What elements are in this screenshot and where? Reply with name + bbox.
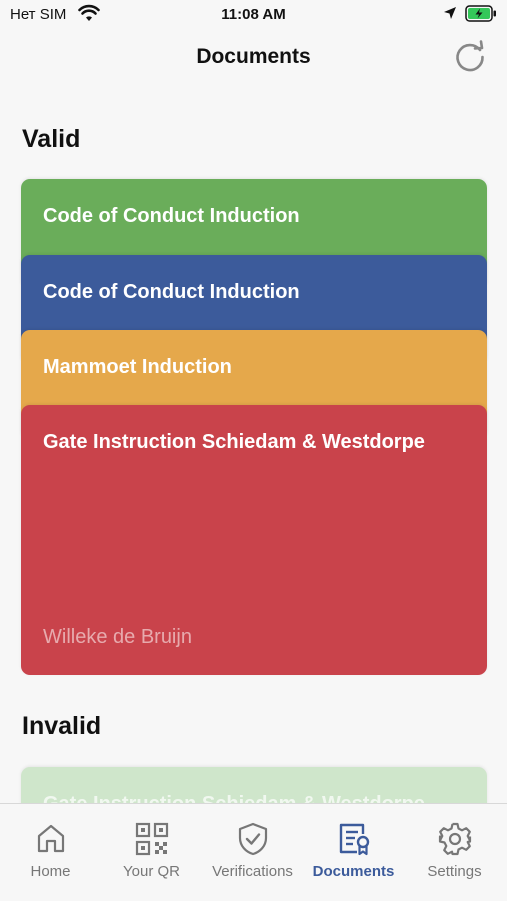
refresh-icon	[456, 40, 484, 72]
shield-check-icon	[238, 822, 267, 856]
location-arrow-icon	[443, 6, 457, 24]
qr-code-icon	[135, 822, 168, 856]
document-title: Code of Conduct Induction	[43, 205, 300, 227]
tab-label: Your QR	[123, 863, 180, 880]
wifi-icon	[78, 4, 100, 26]
tab-label: Verifications	[212, 863, 293, 880]
carrier-label: Нет SIM	[10, 6, 67, 23]
status-bar: Нет SIM 11:08 AM	[0, 0, 507, 30]
tab-label: Settings	[427, 863, 482, 880]
tab-label: Home	[30, 863, 71, 880]
tab-verifications[interactable]: Verifications	[202, 804, 303, 901]
documents-icon	[339, 823, 369, 856]
tab-bar: Home Your QR Verifications	[0, 803, 507, 901]
tab-home[interactable]: Home	[0, 804, 101, 901]
tab-documents[interactable]: Documents	[303, 804, 404, 901]
document-owner: Willeke de Bruijn	[43, 626, 192, 648]
document-card[interactable]: Gate Instruction Schiedam & Westdorpe Wi…	[21, 405, 487, 675]
refresh-button[interactable]	[453, 40, 487, 74]
battery-charging-icon	[465, 5, 497, 26]
page-title: Documents	[196, 45, 311, 68]
tab-label: Documents	[312, 863, 395, 880]
tab-settings[interactable]: Settings	[404, 804, 505, 901]
gear-icon	[438, 822, 471, 856]
document-title: Gate Instruction Schiedam & Westdorpe	[43, 431, 425, 453]
home-icon	[37, 824, 64, 853]
document-title: Mammoet Induction	[43, 356, 232, 378]
section-title-invalid: Invalid	[22, 712, 102, 740]
tab-your-qr[interactable]: Your QR	[101, 804, 202, 901]
navigation-bar: Documents	[0, 38, 507, 78]
section-title-valid: Valid	[22, 125, 81, 153]
status-time: 11:08 AM	[221, 6, 286, 23]
document-title: Code of Conduct Induction	[43, 281, 300, 303]
